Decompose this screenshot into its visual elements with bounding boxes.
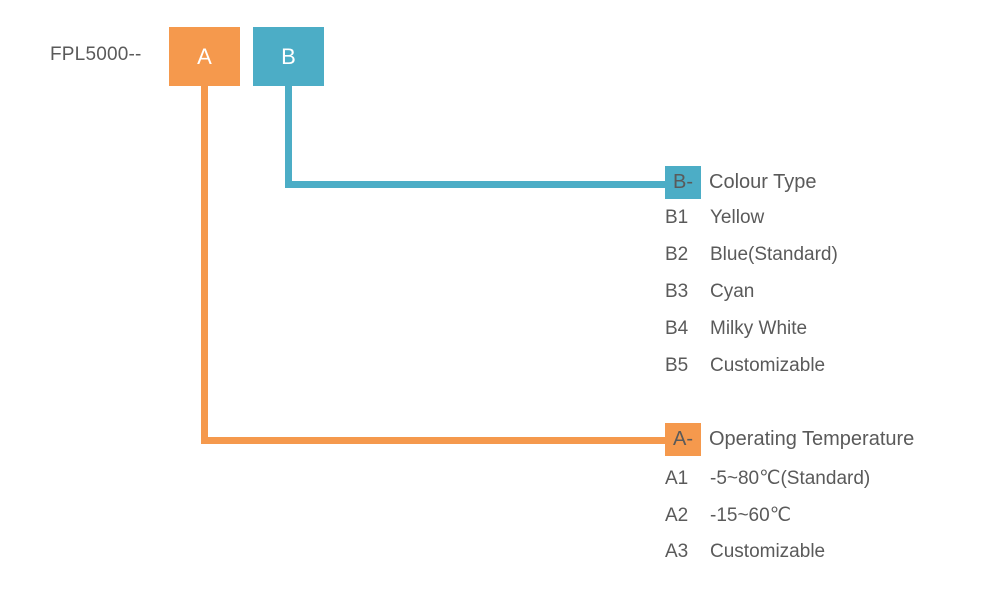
code-box-b: B (253, 27, 324, 86)
option-label: -5~80℃(Standard) (710, 468, 871, 489)
connector-a-horizontal (201, 437, 667, 444)
option-label: Blue(Standard) (710, 244, 838, 265)
option-label: Customizable (710, 355, 826, 376)
group-tag-b: B- (665, 166, 701, 199)
connector-b-vertical (285, 86, 292, 188)
option-code: A1 (665, 468, 689, 489)
group-title-colour-type: Colour Type (709, 171, 817, 193)
option-code: B3 (665, 281, 689, 302)
option-row: B4 Milky White (665, 318, 838, 355)
code-box-b-letter: B (281, 43, 296, 69)
option-row: B1 Yellow (665, 207, 838, 244)
group-title-operating-temperature: Operating Temperature (709, 428, 915, 450)
option-label: Customizable (710, 541, 826, 562)
code-box-a-letter: A (197, 43, 212, 69)
group-tag-a: A- (665, 423, 701, 456)
option-label: -15~60℃ (710, 505, 792, 526)
connector-a-vertical (201, 86, 208, 444)
option-label: Cyan (710, 281, 755, 302)
option-list-colour-type: B1 Yellow B2 Blue(Standard) B3 Cyan B4 M… (665, 207, 838, 392)
option-row: A2 -15~60℃ (665, 504, 914, 541)
option-code: A3 (665, 541, 689, 562)
option-row: A3 Customizable (665, 541, 914, 578)
option-code: B4 (665, 318, 689, 339)
code-box-a: A (169, 27, 240, 86)
option-code: B1 (665, 207, 689, 228)
group-heading-colour-type: B- Colour Type (665, 166, 838, 199)
option-row: B3 Cyan (665, 281, 838, 318)
option-row: B5 Customizable (665, 355, 838, 392)
option-code: B5 (665, 355, 689, 376)
group-heading-operating-temperature: A- Operating Temperature (665, 423, 914, 456)
option-row: A1 -5~80℃(Standard) (665, 467, 914, 504)
model-prefix-label: FPL5000-- (50, 44, 142, 65)
option-code: A2 (665, 505, 689, 526)
option-group-operating-temperature: A- Operating Temperature A1 -5~80℃(Stand… (665, 423, 914, 578)
option-row: B2 Blue(Standard) (665, 244, 838, 281)
option-label: Yellow (710, 207, 765, 228)
option-list-operating-temperature: A1 -5~80℃(Standard) A2 -15~60℃ A3 Custom… (665, 467, 914, 578)
option-label: Milky White (710, 318, 808, 339)
option-code: B2 (665, 244, 689, 265)
connector-b-horizontal (285, 181, 667, 188)
option-group-colour-type: B- Colour Type B1 Yellow B2 Blue(Standar… (665, 166, 838, 392)
